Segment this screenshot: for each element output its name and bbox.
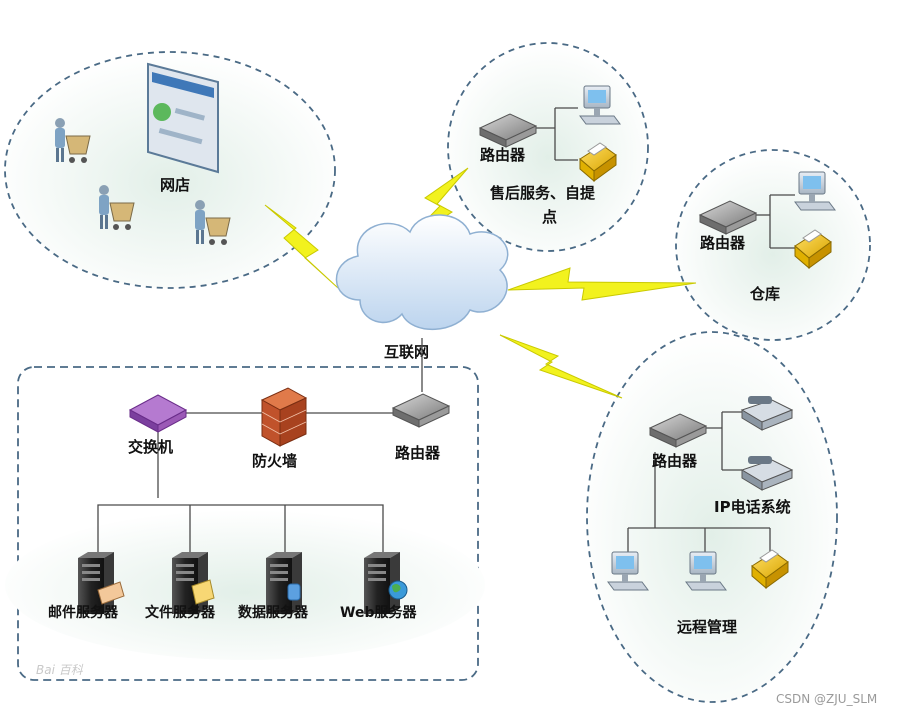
globe-continent: [392, 584, 401, 593]
firewall-label: 防火墙: [252, 452, 297, 470]
online-shop-label: 网店: [160, 176, 190, 194]
remote-management-zone: [586, 331, 838, 703]
firewall-icon: [260, 387, 308, 447]
lightning-warehouse-internet: [507, 267, 697, 301]
ip-phone-system-label: IP电话系统: [714, 498, 791, 516]
web-server-label: Web服务器: [340, 604, 417, 621]
after-sales-router-label: 路由器: [480, 146, 526, 164]
after-sales-label-line2: 点: [542, 208, 557, 226]
file-server-label: 文件服务器: [145, 604, 216, 621]
internet-label: 互联网: [384, 343, 429, 361]
after-sales-network-lines: [535, 107, 578, 161]
after-sales-label-line1: 售后服务、自提: [490, 184, 596, 202]
data-server-label: 数据服务器: [238, 604, 309, 621]
warehouse-label: 仓库: [749, 285, 780, 303]
mail-server-label: 邮件服务器: [48, 604, 119, 621]
warehouse-network-lines: [755, 194, 795, 249]
server-area-glow: [5, 510, 485, 660]
database-icon: [287, 583, 301, 601]
webpage-monitor-icon: [147, 62, 219, 174]
warehouse-router-label: 路由器: [700, 234, 746, 252]
remote-router-label: 路由器: [652, 452, 698, 470]
internet-cloud-icon: [335, 214, 509, 330]
hq-router-label: 路由器: [395, 444, 441, 462]
online-shop-zone: [4, 51, 336, 289]
csdn-watermark: CSDN @ZJU_SLM: [776, 692, 877, 706]
switch-icon: [128, 394, 188, 433]
switch-label: 交换机: [128, 438, 173, 456]
baidu-watermark: Bai 百科: [36, 663, 84, 677]
remote-management-label: 远程管理: [677, 618, 737, 636]
envelope-icon: [97, 581, 125, 605]
warehouse-zone: [675, 149, 871, 341]
lightning-remote-internet: [499, 334, 623, 399]
folder-icon: [191, 579, 215, 605]
remote-network-lines: [627, 411, 771, 552]
